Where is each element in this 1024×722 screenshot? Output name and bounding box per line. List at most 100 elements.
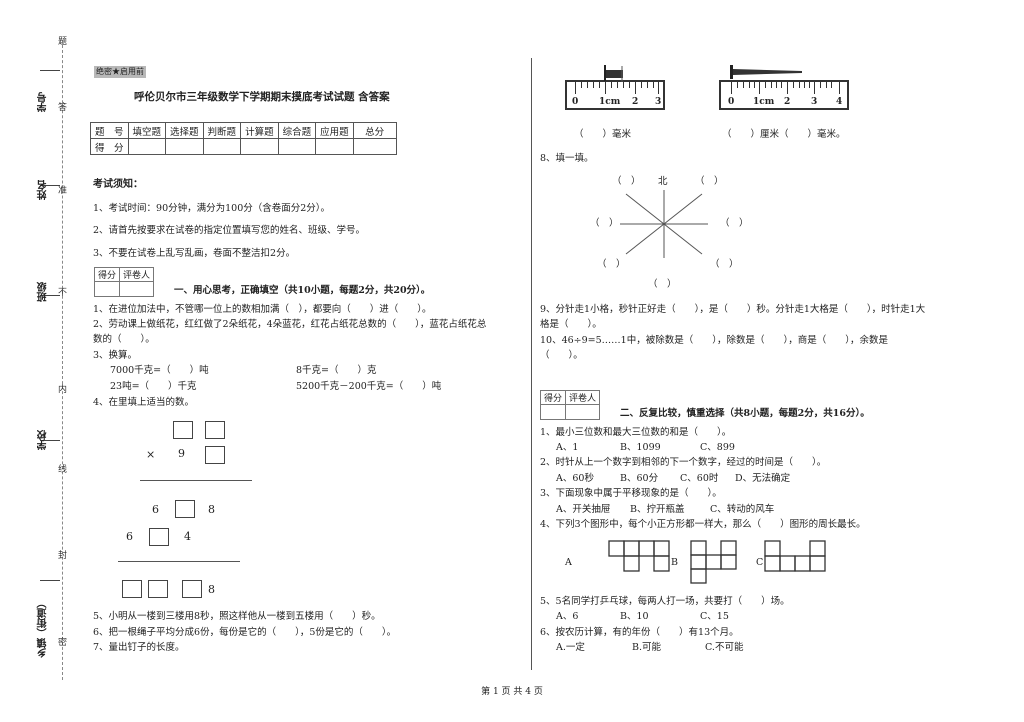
question-2-cont: 数的（ ）。: [93, 334, 155, 345]
question-3: 3、换算。: [93, 350, 138, 361]
choice-question-3: 3、下面现象中属于平移现象的是（ ）。: [540, 488, 722, 499]
margin-line: [40, 440, 60, 441]
notes-title: 考试须知：: [93, 179, 143, 190]
question-5: 5、小明从一楼到三楼用8秒，照这样他从一楼到五楼用（ ）秒。: [93, 611, 381, 622]
compass-south: （ ）: [648, 279, 677, 290]
seal-char: 内: [58, 385, 68, 395]
calc-line: [140, 480, 252, 481]
calc-line: [118, 561, 240, 562]
figure-c-label: C: [756, 557, 764, 568]
class-label: 班级: [38, 282, 49, 302]
grader-reviewer-cell[interactable]: [565, 404, 601, 420]
answer-box[interactable]: [175, 500, 195, 518]
digit-nine: 9: [178, 447, 185, 460]
school-label: 学校: [38, 430, 49, 450]
answer-box[interactable]: [173, 421, 193, 439]
score-cell[interactable]: [127, 138, 167, 155]
score-cell[interactable]: [352, 138, 397, 155]
choice-question-5: 5、5名同学打乒乓球，每两人打一场，共要打（ ）场。: [540, 596, 790, 607]
conversion-d: 5200千克－200千克=（ ）吨: [296, 381, 442, 392]
nail-2-icon: [730, 65, 802, 79]
margin-line: [40, 295, 60, 296]
page-title: 呼伦贝尔市三年级数学下学期期末摸底考试试题 含答案: [134, 91, 390, 103]
grader-score-cell[interactable]: [93, 281, 121, 297]
compass-sw: （ ）: [597, 259, 626, 270]
margin-line: [40, 185, 60, 186]
seal-char: 答: [58, 103, 68, 113]
choice-question-1: 1、最小三位数和最大三位数的和是（ ）。: [540, 427, 732, 438]
seal-char: 准: [58, 186, 68, 196]
score-cell[interactable]: [277, 138, 317, 155]
answer-box[interactable]: [205, 446, 225, 464]
figure-b-label: B: [671, 557, 678, 568]
score-cell[interactable]: [315, 138, 354, 155]
answer-box[interactable]: [148, 580, 168, 598]
name-label: 姓名: [38, 180, 49, 200]
question-9-cont: 格是（ ）。: [540, 319, 602, 330]
option[interactable]: C、899: [700, 442, 735, 453]
score-table-header-row: 题 号 填空题 选择题 判断题 计算题 综合题 应用题 总分: [90, 122, 397, 139]
multiply-sign: ×: [146, 448, 156, 461]
conversion-a: 7000千克=（ ）吨: [110, 365, 209, 376]
option[interactable]: C、15: [700, 611, 729, 622]
seal-char: 不: [58, 288, 68, 298]
option[interactable]: A、1: [556, 442, 579, 453]
seal-char: 题: [58, 37, 68, 47]
question-10: 10、46÷9=5……1中，被除数是（ ），除数是（ ），商是（ ），余数是: [540, 335, 888, 346]
option[interactable]: C.不可能: [705, 642, 744, 653]
option[interactable]: A、6: [556, 611, 579, 622]
seal-char: 封: [58, 551, 68, 561]
digit-six: 6: [152, 503, 159, 516]
digit-six: 6: [126, 530, 133, 543]
question-9: 9、分针走1小格，秒针正好走（ ），是（ ）秒。分针走1大格是（ ），时针走1大: [540, 304, 926, 315]
score-cell[interactable]: [240, 138, 279, 155]
page-number: 第 1 页 共 4 页: [481, 687, 543, 697]
town-label: 乡镇（街道）: [38, 598, 49, 658]
note-item: 1、考试时间：90分钟，满分为100分（含卷面分2分）。: [93, 203, 331, 214]
figure-b: [690, 540, 737, 584]
option[interactable]: B、10: [620, 611, 649, 622]
option[interactable]: B、拧开瓶盖: [630, 504, 685, 515]
answer-box[interactable]: [205, 421, 225, 439]
option[interactable]: C、60时: [680, 473, 719, 484]
choice-question-4: 4、下列3个图形中，每个小正方形都一样大，那么（ ）图形的周长最长。: [540, 519, 866, 530]
option[interactable]: B、1099: [620, 442, 661, 453]
ruler-1-answer: （ ）毫米: [574, 129, 632, 140]
option[interactable]: B、60分: [620, 473, 659, 484]
compass-nw: （ ）: [612, 176, 641, 187]
option[interactable]: A、60秒: [556, 473, 594, 484]
ruler-2: 0 1cm 2 3 4: [719, 80, 849, 110]
digit-eight: 8: [208, 503, 215, 516]
choice-question-2: 2、时针从上一个数字到相邻的下一个数字，经过的时间是（ ）。: [540, 457, 827, 468]
answer-box[interactable]: [182, 580, 202, 598]
answer-box[interactable]: [122, 580, 142, 598]
option[interactable]: D、无法确定: [735, 473, 791, 484]
question-4: 4、在里填上适当的数。: [93, 397, 195, 408]
grader-score-cell[interactable]: [539, 404, 567, 420]
question-6: 6、把一根绳子平均分成6份，每份是它的（ ），5份是它的（ ）。: [93, 627, 397, 638]
option[interactable]: A、开关抽屉: [556, 504, 611, 515]
seal-char: 线: [58, 465, 68, 475]
compass-east: （ ）: [720, 218, 749, 229]
question-10-cont: （ ）。: [540, 350, 583, 361]
option[interactable]: B.可能: [632, 642, 662, 653]
seal-char: 密: [58, 638, 68, 648]
compass-ne: （ ）: [695, 176, 724, 187]
score-table-score-row: 得 分: [90, 138, 397, 155]
student-id-label: 学号: [38, 92, 49, 112]
grader-box-2: 得分评卷人: [539, 390, 601, 420]
question-8: 8、填一填。: [540, 153, 594, 164]
choice-question-6: 6、按农历计算，有的年份（ ）有13个月。: [540, 627, 739, 638]
option[interactable]: C、转动的风车: [710, 504, 775, 515]
nail-1-icon: [604, 65, 623, 82]
score-cell[interactable]: [165, 138, 204, 155]
conversion-c: 23吨=（ ）千克: [110, 381, 197, 392]
score-table: 题 号 填空题 选择题 判断题 计算题 综合题 应用题 总分 得 分: [90, 122, 397, 155]
answer-box[interactable]: [149, 528, 169, 546]
option[interactable]: A.一定: [556, 642, 585, 653]
grader-box: 得分评卷人: [93, 267, 155, 297]
grader-reviewer-cell[interactable]: [119, 281, 155, 297]
section2-title: 二、反复比较，慎重选择（共8小题，每题2分，共16分）。: [620, 408, 870, 419]
ruler-2-answer: （ ）厘米（ ）毫米。: [722, 129, 846, 140]
score-cell[interactable]: [202, 138, 242, 155]
